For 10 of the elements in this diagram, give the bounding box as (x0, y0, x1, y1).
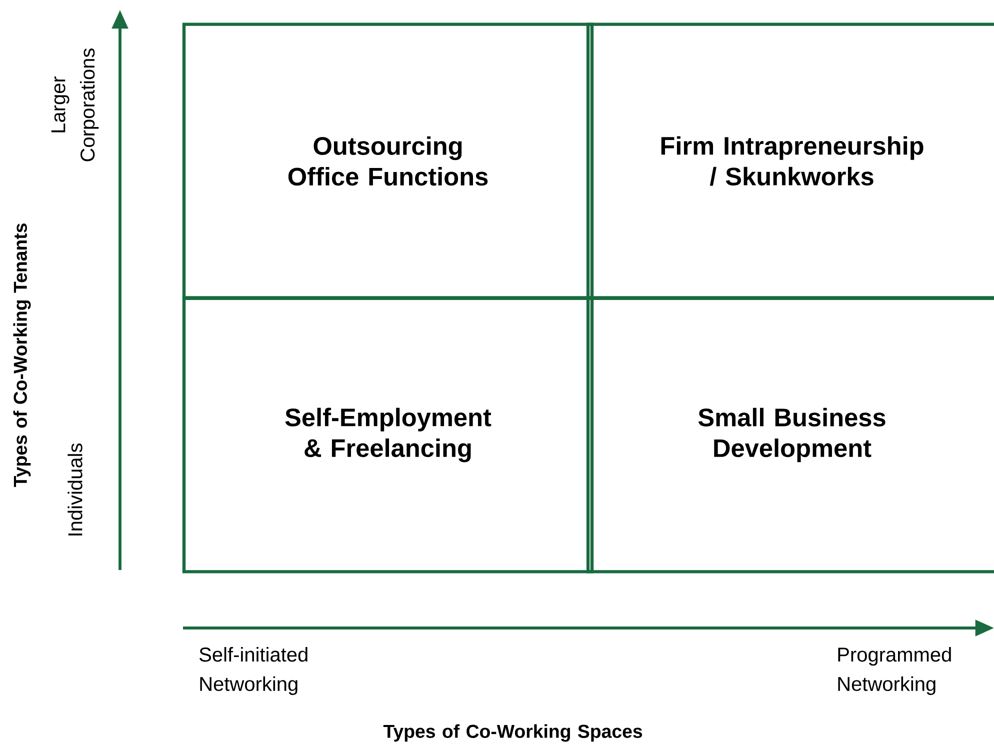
axis-end-label: Programmed Networking (838, 647, 951, 695)
axis-end-label: Self-initiated Networking (200, 647, 308, 695)
quadrant-box: Small Business Development (586, 296, 994, 574)
quadrant-box: Outsourcing Office Functions (182, 22, 594, 300)
axis-title: Types of Co-Working Tenants (13, 224, 31, 488)
quadrant-box: Self-Employment & Freelancing (182, 296, 594, 574)
axis-title: Types of Co-Working Spaces (383, 724, 642, 742)
axis-end-label: Individuals (68, 444, 82, 536)
quadrant-box: Firm Intrapreneurship / Skunkworks (586, 22, 994, 300)
axis-end-label: Larger Corporations (51, 48, 99, 162)
